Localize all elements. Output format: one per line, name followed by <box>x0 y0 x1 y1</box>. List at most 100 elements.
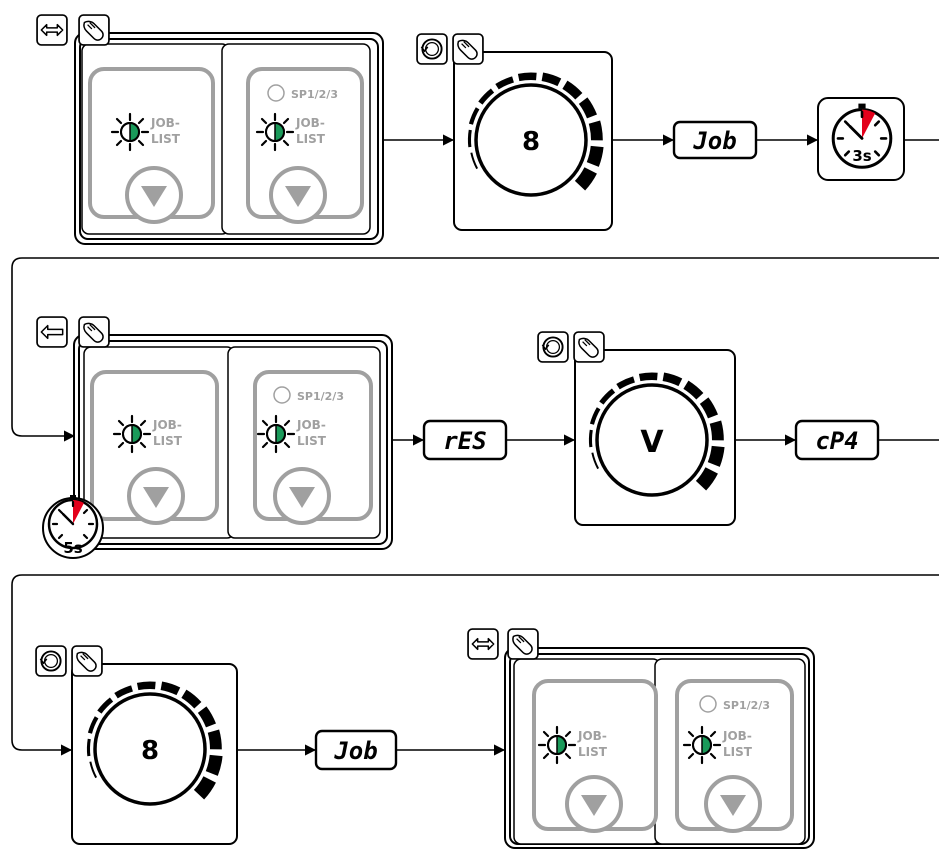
job-list-label-line1: JOB- <box>577 729 607 743</box>
press-left-arrow-icon <box>36 316 68 348</box>
row-2: JOB- LIST SP1/2/3 JOB- LIST 5s rES <box>36 316 939 559</box>
sp-indicator-icon <box>699 695 717 713</box>
knob-scale-segment <box>467 129 472 148</box>
display-text: Job <box>692 127 736 155</box>
display-job-row1: Job <box>672 120 758 160</box>
knob-scale-segment <box>478 88 495 105</box>
rotary-knob-row3: 8 <box>35 645 238 845</box>
hand-turn-icon <box>573 331 605 363</box>
job-list-label-line1: JOB- <box>152 418 182 432</box>
job-list-label-line1: JOB- <box>150 116 180 130</box>
display-cp4: cP4 <box>794 419 880 461</box>
rotary-knob-row2: V <box>537 331 736 526</box>
job-list-label-line1: JOB- <box>722 729 752 743</box>
knob-scale-segment <box>562 80 583 100</box>
hand-press-icon <box>78 316 110 348</box>
knob-scale-segment <box>586 145 604 167</box>
down-arrow-button-icon <box>127 467 185 525</box>
knob-scale-segment <box>181 689 202 709</box>
sp-label: SP1/2/3 <box>723 699 770 712</box>
timer-5s: 5s <box>42 493 104 559</box>
job-list-led-icon <box>110 112 150 152</box>
hand-press-icon <box>78 14 110 46</box>
knob-symbol: 8 <box>522 127 540 157</box>
knob-scale-segment <box>193 776 216 800</box>
knob-scale-segment <box>136 681 156 691</box>
knob-scale-segment <box>709 420 724 441</box>
down-arrow-button-icon <box>273 467 331 525</box>
down-arrow-button-icon <box>565 775 623 833</box>
rotary-knob-row1: 8 <box>416 33 613 231</box>
job-list-label-line2: LIST <box>151 132 181 146</box>
down-arrow-button-icon <box>704 775 762 833</box>
hand-press-icon <box>507 628 539 660</box>
sp-label: SP1/2/3 <box>291 88 338 101</box>
knob-scale-segment <box>599 388 616 405</box>
job-list-label-line2: LIST <box>296 132 326 146</box>
knob-scale-segment <box>197 706 216 728</box>
display-text: Job <box>333 737 377 765</box>
job-list-led-icon <box>256 414 296 454</box>
knob-scale-segment <box>468 107 480 125</box>
display-text: cP4 <box>815 427 858 455</box>
down-arrow-button-icon <box>125 166 183 224</box>
knob-scale-segment <box>699 397 718 419</box>
knob-scale-segment <box>495 76 514 90</box>
knob-scale-segment <box>616 376 635 390</box>
knob-scale-segment <box>589 407 601 425</box>
knob-scale-segment <box>695 467 718 491</box>
knob-scale-segment <box>591 452 600 470</box>
knob-scale-segment <box>114 685 133 699</box>
job-list-label-line2: LIST <box>297 434 327 448</box>
row-3: 8 Job JOB- LIST SP1/2/3 JOB- LIST <box>35 628 815 849</box>
sp-indicator-icon <box>267 84 285 102</box>
hand-turn-icon <box>71 645 103 677</box>
knob-symbol: 8 <box>141 736 159 766</box>
knob-scale-segment <box>683 380 704 400</box>
job-list-label-line2: LIST <box>578 745 608 759</box>
down-arrow-button-icon <box>269 166 327 224</box>
knob-scale-segment <box>205 754 223 776</box>
display-text: rES <box>443 427 486 455</box>
knob-scale-segment <box>89 761 98 779</box>
knob-symbol: V <box>640 425 664 460</box>
knob-scale-segment <box>638 372 658 382</box>
rotate-icon <box>35 645 67 677</box>
button-panel-row1: JOB- LIST SP1/2/3 JOB- LIST <box>36 14 384 245</box>
knob-scale-segment <box>541 72 562 87</box>
sp-label: SP1/2/3 <box>297 390 344 403</box>
timer-label: 5s <box>63 539 82 557</box>
job-list-led-icon <box>682 725 722 765</box>
button-panel-row2: JOB- LIST SP1/2/3 JOB- LIST 5s <box>36 316 393 559</box>
job-list-label-line1: JOB- <box>295 116 325 130</box>
knob-scale-segment <box>707 445 725 467</box>
job-list-label-line2: LIST <box>153 434 183 448</box>
knob-scale-segment <box>87 716 99 734</box>
knob-scale-segment <box>574 167 597 191</box>
knob-scale-segment <box>86 738 91 757</box>
display-res: rES <box>422 419 508 461</box>
knob-scale-segment <box>470 152 479 170</box>
timer-3s: 3s <box>817 97 905 181</box>
job-list-label-line1: JOB- <box>296 418 326 432</box>
job-list-led-icon <box>112 414 152 454</box>
hand-turn-icon <box>452 33 484 65</box>
knob-scale-segment <box>588 120 603 141</box>
press-both-arrow-icon <box>467 628 499 660</box>
knob-scale-segment <box>588 429 593 448</box>
button-panel-row3: JOB- LIST SP1/2/3 JOB- LIST <box>467 628 815 849</box>
rotate-icon <box>537 331 569 363</box>
knob-scale-segment <box>578 97 597 119</box>
sp-indicator-icon <box>273 386 291 404</box>
job-list-led-icon <box>255 112 295 152</box>
knob-scale-segment <box>97 697 114 714</box>
timer-label: 3s <box>852 147 871 165</box>
knob-scale-segment <box>662 372 683 387</box>
press-both-arrow-icon <box>36 14 68 46</box>
row-1: JOB- LIST SP1/2/3 JOB- LIST 8 Job <box>36 14 939 245</box>
job-list-led-icon <box>537 725 577 765</box>
display-job-row3: Job <box>314 729 398 771</box>
job-list-label-line2: LIST <box>723 745 753 759</box>
rotate-icon <box>416 33 448 65</box>
